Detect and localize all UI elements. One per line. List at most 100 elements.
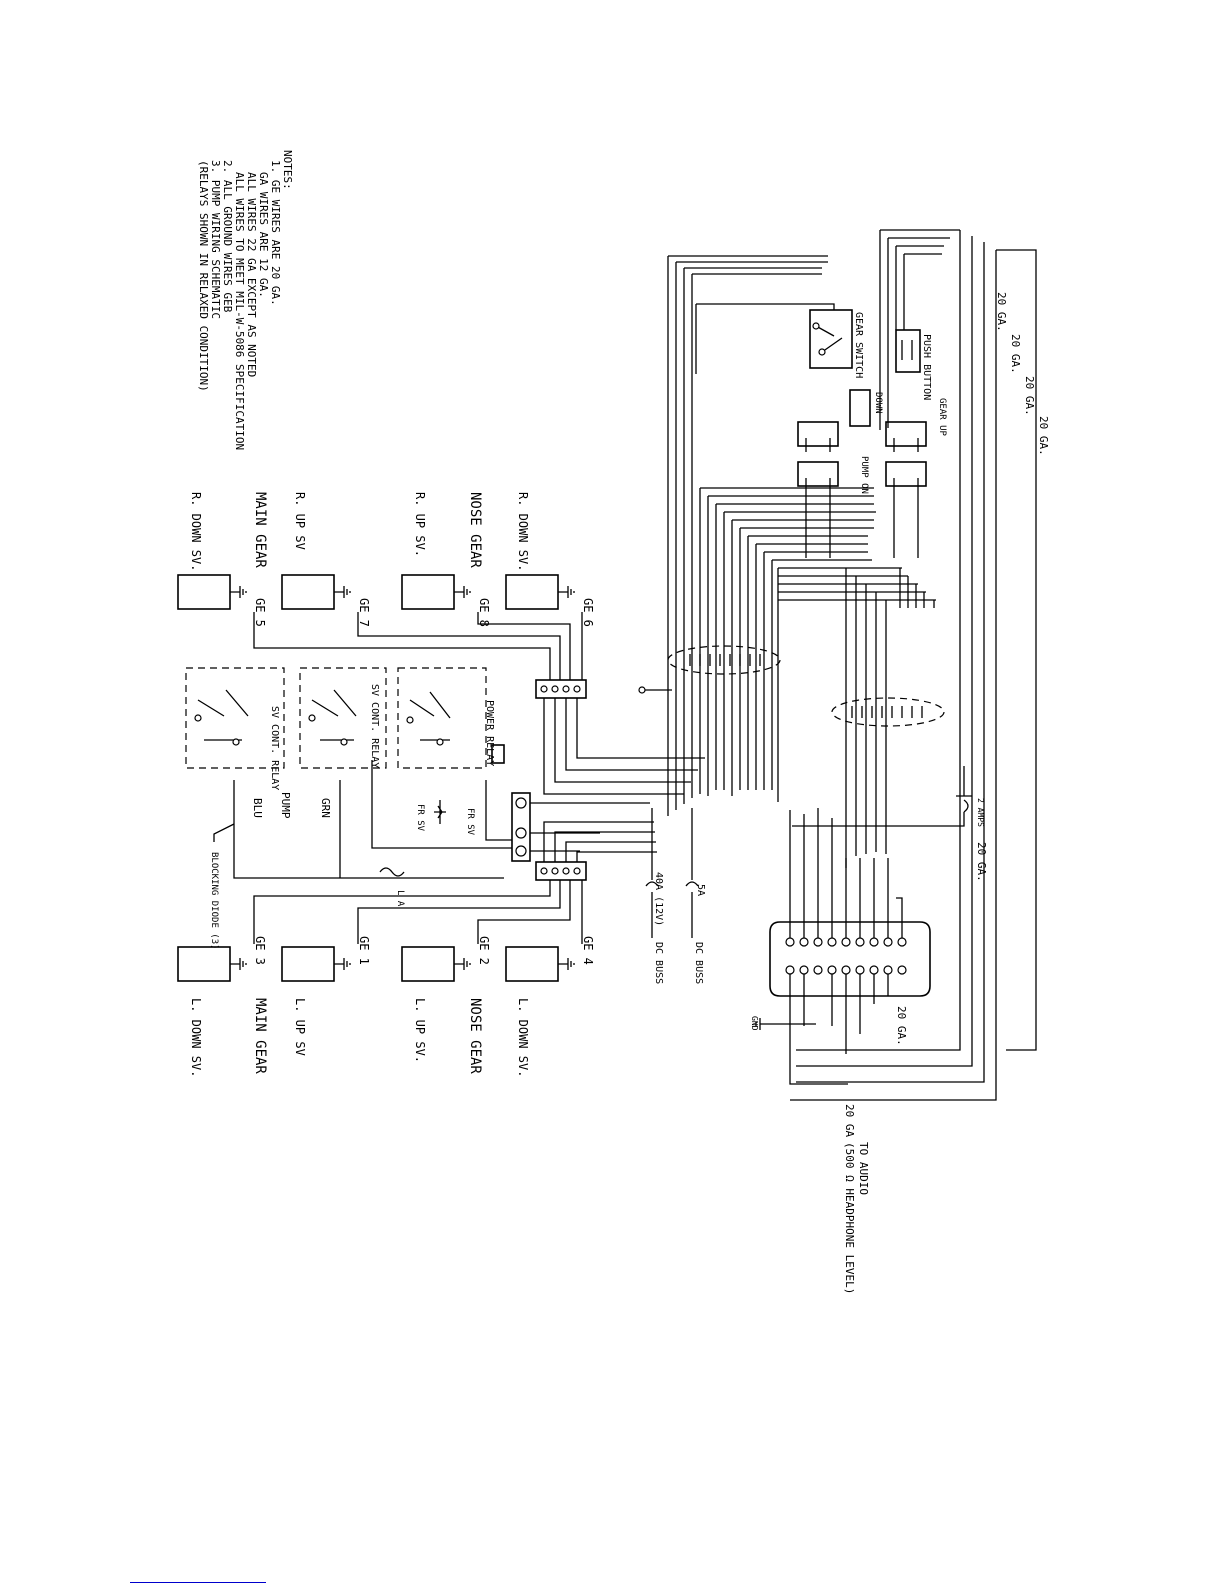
valve-label: R. DOWN SV.	[516, 492, 530, 571]
valve-l-down-nose: GE 4 L. DOWN SV.	[505, 936, 595, 1077]
wire-label: GE 7	[357, 598, 371, 627]
fuse-icon	[379, 867, 405, 877]
valve-wiring	[253, 612, 583, 944]
fr-sv-label-2: FR SV	[465, 808, 475, 836]
blu-label: BLU	[251, 798, 264, 818]
gear-switch-box	[809, 309, 853, 369]
push-button-box	[895, 329, 921, 373]
valve-label: L. UP SV.	[413, 998, 427, 1063]
valve-label: R. UP SV.	[413, 492, 427, 557]
diode-connector	[511, 792, 531, 862]
outer-wiring	[695, 229, 1037, 1101]
group-label-main-gear-left: MAIN GEAR	[252, 998, 268, 1074]
ground-icon	[558, 958, 575, 970]
dc-breakers: 40A (12V) 5A DC BUSS DC BUSS	[645, 808, 706, 984]
gnd-label: GND	[750, 1016, 759, 1031]
ground-icon	[230, 586, 247, 598]
valve-r-up-main: GE 7 R. UP SV	[281, 492, 371, 627]
footer-rule	[130, 1582, 266, 1583]
relay-label: SV CONT. RELAY	[369, 684, 380, 768]
relay-coil	[491, 744, 505, 764]
gauge-label: 20 GA.	[975, 842, 988, 882]
wire-label: GE 6	[581, 598, 595, 627]
dc-buss-label: DC BUSS	[693, 942, 704, 984]
down-label: DOWN	[873, 392, 883, 414]
audio-label-line1: TO AUDIO	[857, 1142, 870, 1195]
relay-label: SV CONT. RELAY	[269, 706, 280, 790]
valve-r-up-nose: GE 8 R. UP SV.	[401, 492, 491, 627]
indicator-lamps: DOWN PUMP ON GEAR UP	[797, 389, 947, 558]
note-line: (RELAYS SHOWN IN RELAXED CONDITION)	[197, 160, 210, 392]
note-line: 3. PUMP WIRING SCHEMATIC	[209, 160, 222, 319]
audio-label-line2: (500 Ω HEADPHONE LEVEL)	[843, 1142, 856, 1294]
breaker-5a-label: 5A	[695, 884, 706, 896]
valve-r-down-main: GE 5 R. DOWN SV.	[177, 492, 267, 627]
gauge-label: 20 GA.	[895, 1006, 908, 1046]
valve-label: R. DOWN SV.	[189, 492, 203, 571]
valve-l-up-main: GE 1 L. UP SV	[281, 936, 371, 1056]
relay-label: POWER RELAY	[484, 700, 495, 766]
gauge-label: 20 GA.	[1009, 334, 1022, 374]
ground-icon	[454, 958, 471, 970]
valve-box	[281, 574, 335, 610]
ground-icon	[230, 958, 247, 970]
wire-label: GE 4	[581, 936, 595, 965]
gear-up-label: GEAR UP	[937, 398, 947, 437]
terminal-strip-right	[535, 679, 705, 795]
note-line: ALL WIRES TO MEET MIL-W-5086 SPECIFICATI…	[233, 172, 246, 450]
gauge-label: 20 GA.	[995, 292, 1008, 332]
relay-outline	[185, 667, 285, 769]
push-button-label: PUSH BUTTON	[921, 334, 932, 400]
group-label-nose-gear-right: NOSE GEAR	[467, 492, 483, 568]
relay-outline	[397, 667, 487, 769]
fr-sv-label: FR SV	[415, 804, 425, 832]
valve-box	[177, 946, 231, 982]
grn-label: GRN	[319, 798, 332, 818]
breaker-label: 2 AMPS	[976, 798, 985, 827]
valve-box	[401, 946, 455, 982]
valve-box	[177, 574, 231, 610]
ground-icon	[334, 586, 351, 598]
valve-box	[505, 574, 559, 610]
harness-bundle-2	[831, 697, 945, 727]
pump-section: PUMP GRN BLU BLOCKING DIODE (3) L A FR S…	[209, 760, 512, 950]
db-connector-body	[769, 921, 931, 997]
relay-outline	[299, 667, 387, 769]
gauge-label: 20 GA.	[1023, 376, 1036, 416]
notes-block: NOTES: 1. GE WIRES ARE 20 GA. GA WIRES A…	[197, 150, 294, 450]
wire-label: GE 1	[357, 936, 371, 965]
valve-l-up-nose: GE 2 L. UP SV.	[401, 936, 491, 1063]
valve-l-down-main: GE 3 L. DOWN SV.	[177, 936, 267, 1077]
valve-box	[281, 946, 335, 982]
ground-icon	[558, 586, 575, 598]
valve-label: R. UP SV	[293, 492, 307, 550]
valve-label: L. DOWN SV.	[516, 998, 530, 1077]
resistor-box	[849, 389, 871, 427]
group-label-nose-gear-left: NOSE GEAR	[467, 998, 483, 1074]
power-relay: POWER RELAY	[397, 667, 505, 769]
wire-label: GE 8	[477, 598, 491, 627]
valve-box	[401, 574, 455, 610]
terminal-strip	[535, 679, 587, 699]
la-label: L A	[395, 890, 405, 907]
valve-r-down-nose: GE 6 R. DOWN SV.	[505, 492, 595, 627]
note-line: GA WIRES ARE 12 GA.	[257, 172, 270, 298]
audio-output: 20 GA TO AUDIO (500 Ω HEADPHONE LEVEL)	[843, 1104, 870, 1294]
note-line: 2. ALL GROUND WIRES GEB	[221, 160, 234, 313]
dc-buss-label: DC BUSS	[653, 942, 664, 984]
breaker-2amp: 2 AMPS	[792, 766, 985, 827]
pump-label: PUMP	[279, 792, 292, 819]
pump-on-label: PUMP ON	[859, 456, 869, 494]
valve-label: L. DOWN SV.	[189, 998, 203, 1077]
ground-icon	[334, 958, 351, 970]
ground-icon	[454, 586, 471, 598]
terminal-strip	[535, 861, 587, 881]
note-line: 1. GE WIRES ARE 20 GA.	[269, 160, 282, 306]
wire-label: GE 5	[253, 598, 267, 627]
terminal-strip-left	[535, 821, 657, 881]
sv-control-relay-1: SV CONT. RELAY	[299, 667, 387, 769]
diode-label: BLOCKING DIODE (3)	[209, 852, 219, 950]
wire-label: GE 2	[477, 936, 491, 965]
breaker-icon	[645, 881, 699, 887]
